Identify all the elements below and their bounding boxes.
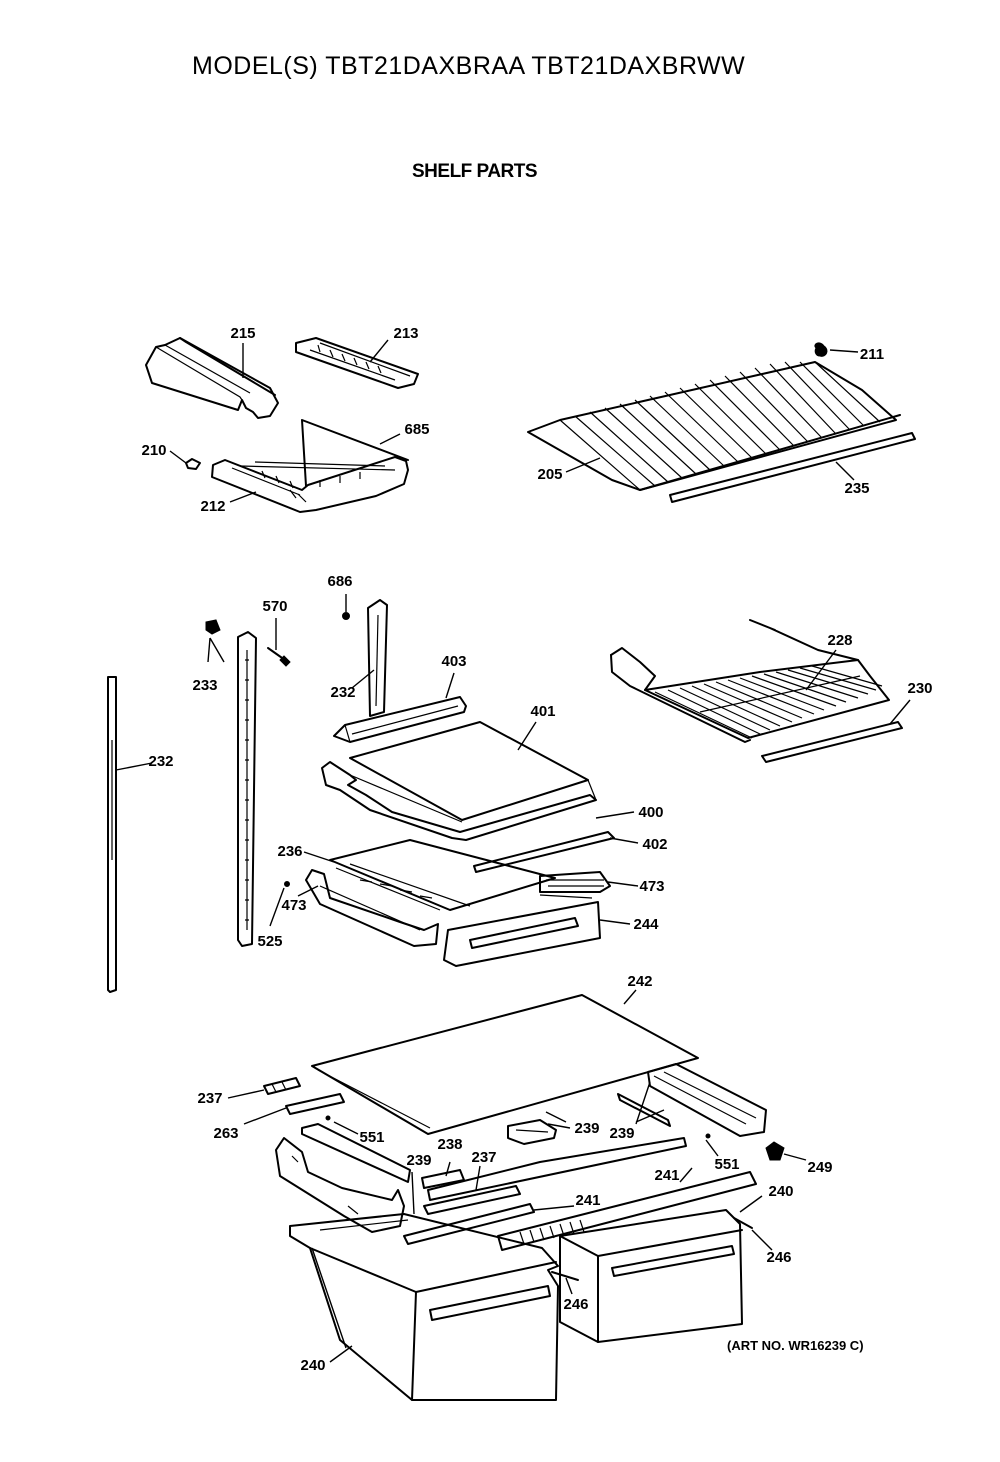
part-235-trim <box>669 432 916 503</box>
part-570-screw <box>267 647 291 667</box>
part-249-clip <box>765 1141 785 1161</box>
callout-551-right: 551 <box>714 1156 739 1173</box>
callout-401: 401 <box>530 703 555 720</box>
page-title: MODEL(S) TBT21DAXBRAA TBT21DAXBRWW <box>192 52 746 80</box>
page-subtitle: SHELF PARTS <box>412 161 538 182</box>
art-number: (ART NO. WR16239 C) <box>727 1338 864 1353</box>
callout-473-right: 473 <box>639 878 664 895</box>
callout-238: 238 <box>437 1136 462 1153</box>
callout-228: 228 <box>827 632 852 649</box>
part-212-tray <box>211 419 409 513</box>
part-551-screw-right <box>705 1133 711 1139</box>
part-241-rail-lower <box>497 1171 757 1251</box>
callout-246-right: 246 <box>766 1249 791 1266</box>
callout-239-center: 239 <box>574 1120 599 1137</box>
callout-239-left: 239 <box>406 1152 431 1169</box>
callout-213: 213 <box>393 325 418 342</box>
callout-246-left: 246 <box>563 1296 588 1313</box>
leader-lines <box>115 339 911 1363</box>
callout-212: 212 <box>200 498 225 515</box>
part-205-wire-shelf <box>527 361 901 491</box>
part-210-clip <box>185 458 201 470</box>
part-400-frame <box>321 761 597 841</box>
part-213-rack <box>295 337 419 389</box>
callout-215: 215 <box>230 325 255 342</box>
part-246-handle-right <box>733 1217 753 1229</box>
part-237-support-left <box>263 1077 301 1095</box>
callout-570: 570 <box>262 598 287 615</box>
callout-230: 230 <box>907 680 932 697</box>
part-402-trim <box>473 831 615 873</box>
callout-233: 233 <box>192 677 217 694</box>
callout-473-left: 473 <box>281 897 306 914</box>
part-473-small <box>284 881 290 887</box>
part-239-left-divider <box>275 1123 411 1233</box>
part-232-rail-left <box>107 676 117 993</box>
callout-263: 263 <box>213 1125 238 1142</box>
callout-402: 402 <box>642 836 667 853</box>
part-236-pan-frame <box>305 839 601 967</box>
part-551-screw-left <box>325 1115 331 1121</box>
part-473-glides <box>539 871 611 893</box>
callout-551-left: 551 <box>359 1129 384 1146</box>
part-241-rail-upper <box>403 1185 535 1245</box>
part-240-drawer-left <box>289 1213 559 1401</box>
callout-232-left: 232 <box>148 753 173 770</box>
part-232-rail-middle <box>367 599 388 717</box>
part-230-trim <box>761 721 903 763</box>
part-525-rail <box>237 631 257 947</box>
callout-235: 235 <box>844 480 869 497</box>
callout-249: 249 <box>807 1159 832 1176</box>
callout-205: 205 <box>537 466 562 483</box>
part-233-bracket <box>205 619 221 635</box>
part-403-trim <box>333 696 467 743</box>
callout-232-middle: 232 <box>330 684 355 701</box>
callout-241-upper: 241 <box>654 1167 679 1184</box>
callout-labels: 215 213 211 685 210 212 205 235 686 570 … <box>141 325 932 1374</box>
callout-237-center: 237 <box>471 1149 496 1166</box>
callout-242: 242 <box>627 973 652 990</box>
callout-244: 244 <box>633 916 659 933</box>
part-263-trim <box>285 1093 345 1115</box>
part-246-handle-left <box>551 1271 579 1281</box>
callout-525: 525 <box>257 933 282 950</box>
callout-240-right: 240 <box>768 1183 793 1200</box>
part-242-crisper-cover <box>311 994 699 1135</box>
callout-686: 686 <box>327 573 352 590</box>
part-239-rails <box>507 1063 767 1145</box>
callout-236: 236 <box>277 843 302 860</box>
callout-400: 400 <box>638 804 663 821</box>
callout-241-lower: 241 <box>575 1192 600 1209</box>
callout-239-right: 239 <box>609 1125 634 1142</box>
part-215-bin <box>145 337 279 419</box>
part-211-stop <box>814 342 828 357</box>
callout-403: 403 <box>441 653 466 670</box>
part-686-screw <box>342 612 350 620</box>
callout-237-left: 237 <box>197 1090 222 1107</box>
callout-210: 210 <box>141 442 166 459</box>
part-240-drawer-right <box>559 1209 743 1343</box>
callout-211: 211 <box>860 346 884 363</box>
callout-685: 685 <box>404 421 429 438</box>
callout-240-left: 240 <box>300 1357 325 1374</box>
